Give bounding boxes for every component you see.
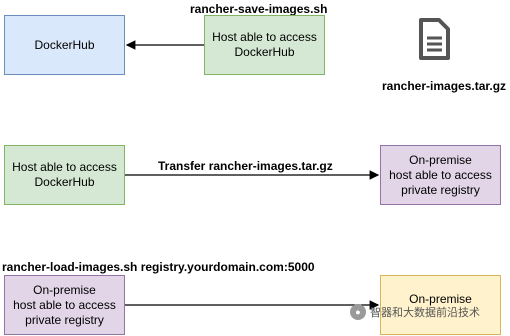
transfer-label: Transfer rancher-images.tar.gz (158, 159, 333, 173)
dockerhub-box: DockerHub (4, 15, 125, 75)
onprem-target-label: On-premise (409, 292, 472, 306)
host-dockerhub-box-middle: Host able to access DockerHub (4, 145, 125, 205)
wechat-icon: ● (350, 304, 366, 320)
archive-file-label: rancher-images.tar.gz (382, 79, 507, 93)
save-script-label: rancher-save-images.sh (190, 2, 328, 16)
document-icon (419, 18, 450, 60)
watermark: ● 智器和大数据前沿技术 (350, 304, 480, 320)
onprem-registry-box-middle: On-premise host able to access private r… (380, 145, 501, 205)
watermark-text: 智器和大数据前沿技术 (370, 307, 480, 319)
onprem-target-box: On-premise (380, 275, 501, 335)
onprem-registry-box-bottom: On-premise host able to access private r… (4, 275, 125, 335)
load-script-label: rancher-load-images.sh registry.yourdoma… (2, 260, 315, 274)
host-dockerhub-box-top: Host able to access DockerHub (204, 15, 325, 75)
